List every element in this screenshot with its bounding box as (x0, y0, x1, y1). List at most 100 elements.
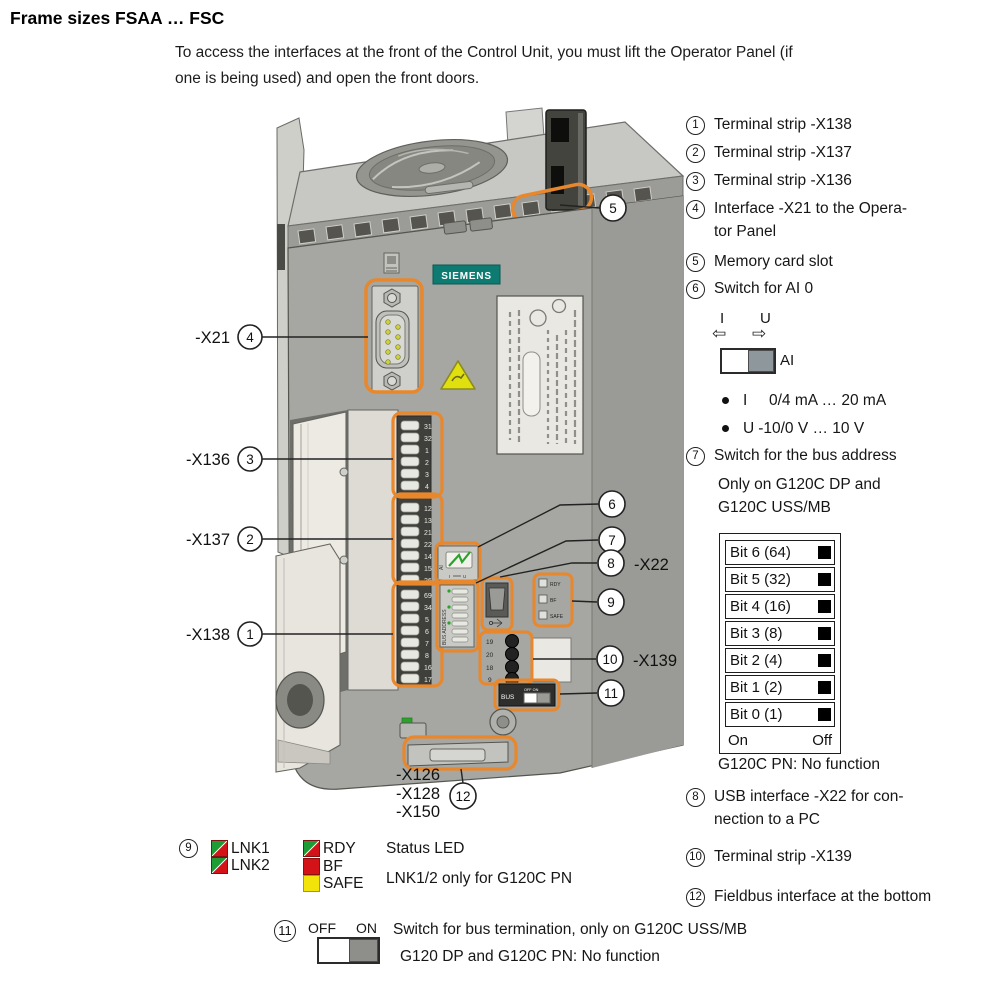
ai-selector-switch (720, 348, 776, 374)
svg-text:OFF ON: OFF ON (524, 688, 539, 692)
bit-row: Bit 6 (64) (725, 540, 835, 565)
x138-label: -X138 (186, 626, 230, 644)
svg-text:12: 12 (455, 789, 470, 804)
legend-item-3: 3 Terminal strip -X136 (686, 170, 996, 193)
dip-square (818, 681, 831, 694)
bus-note-1: Only on G120C DP and (718, 476, 881, 493)
termination-line-1: Switch for bus termination, only on G120… (393, 921, 748, 938)
callout-1: 1 (686, 116, 705, 135)
page-title: Frame sizes FSAA … FSC (10, 8, 225, 28)
x21-connector (371, 285, 419, 393)
svg-text:17: 17 (424, 677, 432, 684)
x21-highlight (364, 278, 424, 394)
svg-text:BF: BF (550, 598, 556, 604)
svg-text:U: U (463, 574, 466, 579)
ai-switch-label: AI (780, 352, 795, 369)
control-unit-illustration: SIEMENS (186, 107, 685, 821)
svg-text:8: 8 (607, 556, 615, 571)
intro-line-1: To access the interfaces at the front of… (175, 44, 793, 61)
svg-text:10: 10 (602, 652, 617, 667)
legend-item-10: 10 Terminal strip -X139 (686, 846, 996, 869)
arrow-left-icon: ⇦ (712, 324, 727, 344)
fieldbus-connector (407, 741, 509, 767)
bus-address-bit-table: Bit 6 (64) Bit 5 (32) Bit 4 (16) Bit 3 (… (719, 533, 841, 754)
ai-switch-highlight (434, 541, 482, 585)
dip-square (818, 654, 831, 667)
dip-square (818, 573, 831, 586)
ai-i-label: I (720, 310, 725, 327)
svg-text:22: 22 (424, 542, 432, 549)
led-yellow-icon (303, 875, 320, 892)
dip-square (818, 708, 831, 721)
callout-5: 5 (686, 253, 705, 272)
termination-line-2: G120 DP and G120C PN: No function (400, 948, 660, 965)
callout-2: 2 (686, 144, 705, 163)
svg-text:18: 18 (486, 665, 494, 672)
svg-text:2: 2 (246, 532, 254, 547)
legend-item-12: 12 Fieldbus interface at the bottom (686, 886, 1000, 909)
off-label: Off (812, 732, 832, 749)
svg-text:13: 13 (424, 518, 432, 525)
switch-pos-on (348, 939, 378, 962)
bf-led: BF (303, 858, 343, 875)
off-label: OFF (308, 920, 336, 936)
x22-label: -X22 (634, 556, 669, 574)
svg-text:BUS: BUS (501, 694, 515, 701)
legend-item-1: 1 Terminal strip -X138 (686, 114, 996, 137)
safe-led: SAFE (303, 875, 363, 892)
led-highlight (532, 572, 574, 628)
callout-7: 7 (686, 447, 705, 466)
bullet-icon (722, 425, 729, 432)
fieldbus-highlight (402, 735, 518, 771)
device-status-leds: RDY BF SAFE (538, 578, 564, 620)
bit-row: Bit 5 (32) (725, 567, 835, 592)
rdy-led: RDY (303, 840, 356, 857)
svg-text:3: 3 (425, 472, 429, 479)
svg-text:20: 20 (486, 652, 494, 659)
x139-label: -X139 (633, 652, 677, 670)
bit-table-footer: On Off (725, 729, 835, 753)
callout-10: 10 (686, 848, 705, 867)
bit-row: Bit 3 (8) (725, 621, 835, 646)
status-led-title: Status LED (386, 840, 465, 857)
svg-text:7: 7 (425, 641, 429, 648)
led-green-red-icon (303, 840, 320, 857)
dip-square (818, 627, 831, 640)
svg-text:32: 32 (424, 436, 432, 443)
x22-usb (485, 582, 509, 628)
pn-note: G120C PN: No function (718, 756, 880, 773)
svg-text:14: 14 (424, 554, 432, 561)
lnk2-led: LNK2 (211, 857, 270, 874)
siemens-logo: SIEMENS (432, 264, 501, 285)
callout-12: 12 (686, 888, 705, 907)
callout-4: 4 (686, 200, 705, 219)
leader-lines (262, 204, 601, 784)
status-led-note: LNK1/2 only for G120C PN (386, 870, 573, 887)
bus-note-2: G120C USS/MB (718, 499, 831, 516)
legend-item-2: 2 Terminal strip -X137 (686, 142, 996, 165)
rating-label (496, 295, 584, 455)
x137-label: -X137 (186, 531, 230, 549)
device-side-face (592, 196, 683, 768)
bus-termination-switch-legend (317, 937, 380, 964)
svg-text:1: 1 (425, 448, 429, 455)
x139-terminals: 19 20 18 9 (486, 634, 572, 686)
legend-item-8: 8 USB interface -X22 for con-nection to … (686, 786, 996, 831)
x136-label: -X136 (186, 451, 230, 469)
svg-text:3: 3 (246, 452, 254, 467)
svg-text:6: 6 (608, 497, 616, 512)
svg-text:16: 16 (424, 665, 432, 672)
intro-line-2: one is being used) and open the front do… (175, 70, 480, 87)
led-green-red-icon (211, 840, 228, 857)
svg-text:2: 2 (425, 460, 429, 467)
connector-labels: -X21 -X136 -X137 -X138 -X22 -X139 -X126 … (186, 329, 677, 821)
svg-text:BUS ADDRESS: BUS ADDRESS (442, 609, 448, 645)
svg-text:12: 12 (424, 506, 432, 513)
svg-text:6: 6 (425, 629, 429, 636)
svg-text:I: I (449, 574, 450, 579)
svg-text:SIEMENS: SIEMENS (441, 271, 492, 282)
svg-text:1: 1 (246, 627, 254, 642)
fin-tab (277, 224, 285, 270)
lnk1-led: LNK1 (211, 840, 270, 857)
ai-u-label: U (760, 310, 771, 327)
